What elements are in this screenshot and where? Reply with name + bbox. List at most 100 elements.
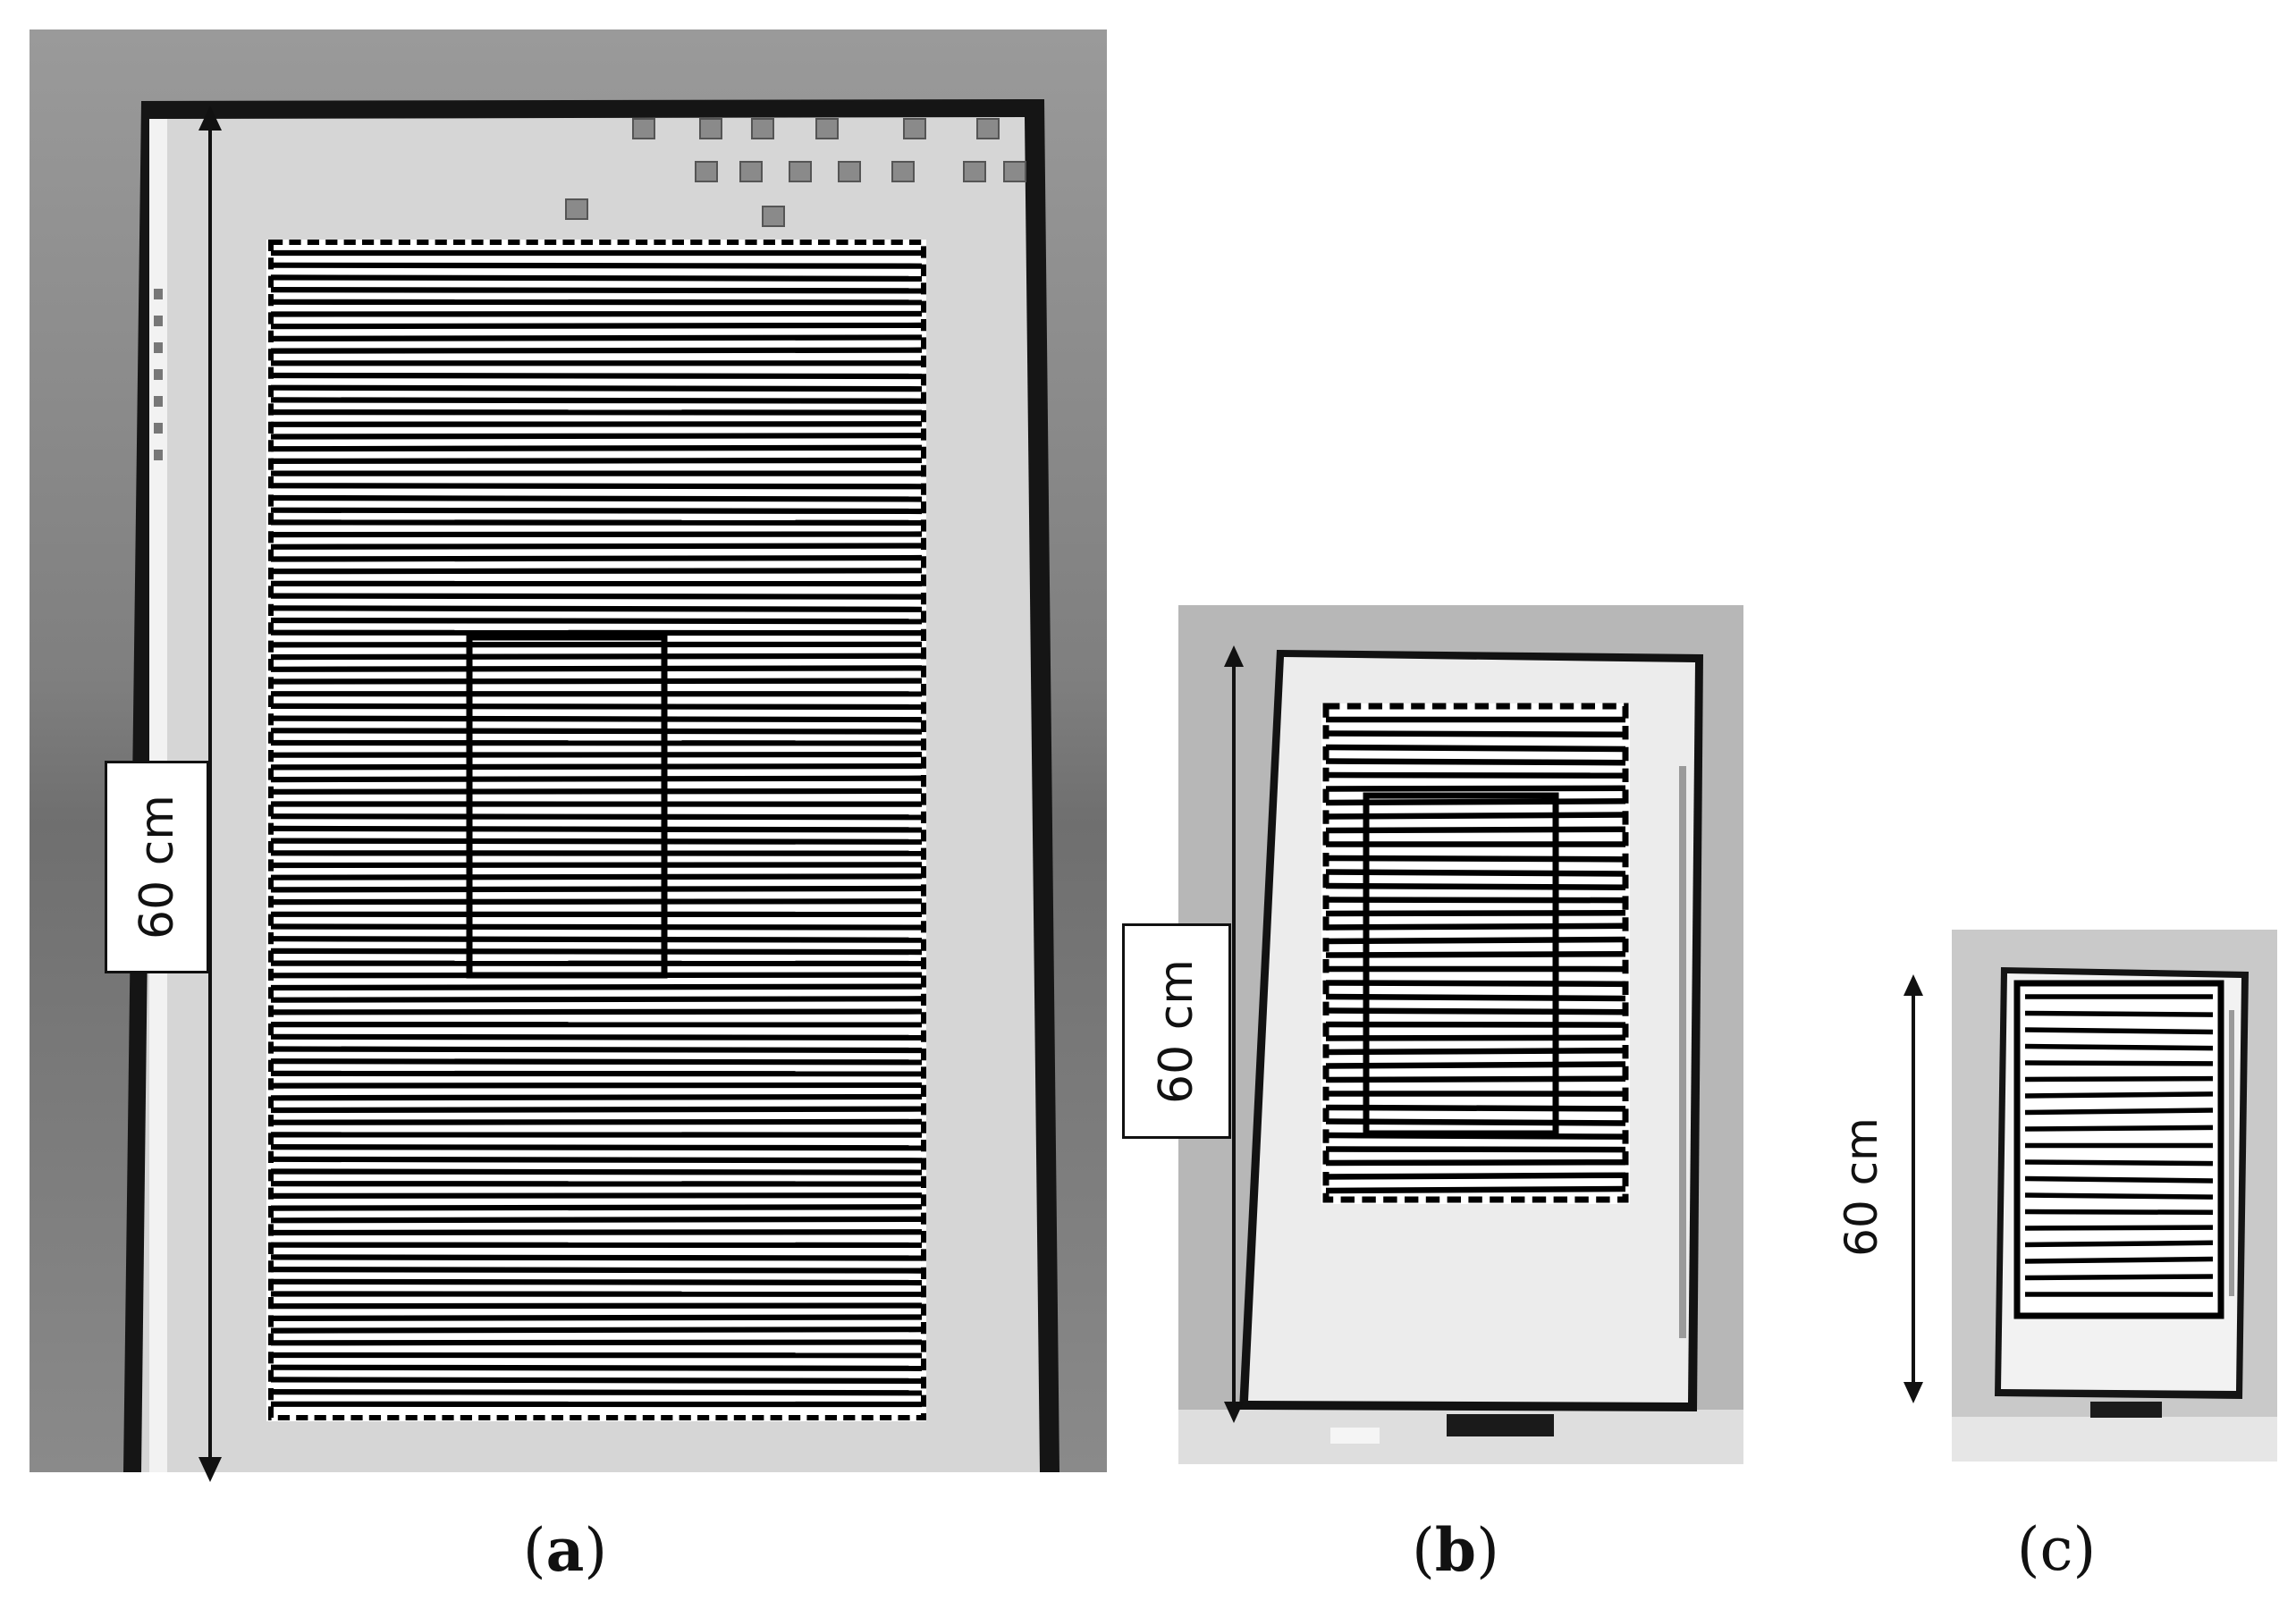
- stripe-line: [270, 322, 923, 330]
- stripe-line: [1325, 1061, 1626, 1069]
- stripe-line: [270, 507, 923, 515]
- desktop-icon: [815, 118, 839, 139]
- caption-b-letter: b: [1434, 1515, 1477, 1585]
- desktop-icon: [154, 450, 163, 460]
- photo-b-scene: [1178, 605, 1743, 1464]
- stripe-line: [270, 923, 923, 931]
- stripe-line: [270, 617, 923, 625]
- caption-a-close: ): [584, 1516, 608, 1585]
- stripe-line: [1325, 1021, 1626, 1028]
- stripe-line: [270, 334, 923, 341]
- stripe-line: [2024, 1175, 2214, 1184]
- monitor-stand: [2090, 1402, 2162, 1418]
- stripe-line: [270, 262, 923, 269]
- arrow-down-icon: [198, 1457, 222, 1482]
- photo-c-scene: [1952, 930, 2277, 1462]
- stripe-line: [270, 1314, 923, 1322]
- desktop-icon: [154, 316, 163, 326]
- stripe-line: [270, 788, 923, 795]
- stripe-line: [270, 948, 923, 956]
- stripe-line: [270, 372, 923, 380]
- stripe-line: [270, 593, 923, 600]
- stripe-line: [270, 543, 923, 550]
- dimension-label-b: 60 cm: [1150, 958, 1203, 1104]
- caption-c: (c): [2017, 1515, 2096, 1584]
- taskbar-strip: [2229, 1010, 2234, 1296]
- stripe-line: [270, 287, 923, 294]
- stripe-line: [270, 1008, 923, 1015]
- stripe-line: [270, 421, 923, 427]
- stripe-line: [270, 825, 923, 833]
- stripe-line: [270, 1339, 923, 1346]
- stripe-pattern: [270, 249, 923, 1408]
- desktop-icon: [154, 423, 163, 434]
- stripe-line: [2024, 1010, 2214, 1017]
- stripe-line: [270, 1082, 923, 1089]
- desktop-icon: [739, 161, 763, 182]
- stripe-line: [270, 1388, 923, 1396]
- dashed-border: [1322, 703, 1629, 1203]
- desktop-icon: [789, 161, 812, 182]
- stripe-line: [270, 703, 923, 711]
- caption-b: (b): [1412, 1515, 1499, 1585]
- desktop-icon: [762, 206, 785, 227]
- taskbar-icons: [154, 289, 163, 460]
- stripe-line: [1325, 771, 1626, 779]
- stripe-pattern: [1325, 716, 1626, 1194]
- stripe-line: [270, 494, 923, 502]
- stripe-line: [2024, 1240, 2214, 1248]
- desktop-icon: [632, 118, 655, 139]
- stripe-line: [2024, 1027, 2214, 1035]
- caption-b-open: (: [1412, 1516, 1435, 1585]
- stripe-line: [270, 996, 923, 1003]
- stripe-line: [270, 751, 923, 758]
- stripe-line: [270, 1364, 923, 1371]
- stripe-line: [270, 862, 923, 869]
- stripe-line: [2024, 1256, 2214, 1264]
- desktop-icon: [751, 118, 774, 139]
- dashed-border-rect: [268, 240, 926, 1420]
- stripe-line: [270, 898, 923, 906]
- stripe-line: [1325, 936, 1626, 945]
- desktop-icon: [976, 118, 1000, 139]
- caption-c-letter: c: [2039, 1515, 2073, 1584]
- stripe-line: [1325, 1172, 1626, 1180]
- inner-frame-rectangle: [466, 634, 668, 979]
- desktop-icon: [154, 342, 163, 353]
- stripe-line: [2024, 1075, 2214, 1082]
- stripe-line: [1325, 855, 1626, 863]
- stripe-line: [2024, 1225, 2214, 1231]
- stripe-line: [1325, 730, 1626, 738]
- caption-a-letter: a: [545, 1515, 585, 1585]
- dimension-arrow-b: [1224, 645, 1244, 1423]
- desktop-icon: [154, 369, 163, 380]
- stripe-line: [1325, 1047, 1626, 1056]
- stripe-line: [270, 1192, 923, 1200]
- stripe-line: [270, 274, 923, 282]
- stripe-line: [270, 310, 923, 317]
- caption-b-close: ): [1476, 1516, 1499, 1585]
- desktop-icon: [154, 396, 163, 407]
- arrow-up-icon: [198, 105, 222, 131]
- stripe-line: [1325, 1185, 1626, 1194]
- stripe-line: [270, 457, 923, 464]
- dashed-border-rect: [1322, 703, 1629, 1203]
- dimension-label-box-b: 60 cm: [1122, 923, 1231, 1139]
- stripe-line: [1325, 744, 1626, 753]
- dimension-arrow-a: [198, 105, 222, 1482]
- desktop-icon: [695, 161, 718, 182]
- stripe-line: [1325, 869, 1626, 877]
- inner-frame-rectangle: [2013, 980, 2224, 1319]
- stripe-line: [270, 1046, 923, 1054]
- stripe-line: [1325, 993, 1626, 1002]
- stripe-line: [270, 1327, 923, 1334]
- stripe-line: [270, 641, 923, 648]
- desktop-icon: [1003, 161, 1026, 182]
- stripe-line: [1325, 882, 1626, 890]
- stripe-line: [270, 444, 923, 452]
- stripe-line: [270, 299, 923, 306]
- stripe-line: [2024, 1125, 2214, 1132]
- stripe-line: [2024, 1192, 2214, 1200]
- stripe-line: [2024, 1043, 2214, 1051]
- stripe-line: [1325, 1075, 1626, 1083]
